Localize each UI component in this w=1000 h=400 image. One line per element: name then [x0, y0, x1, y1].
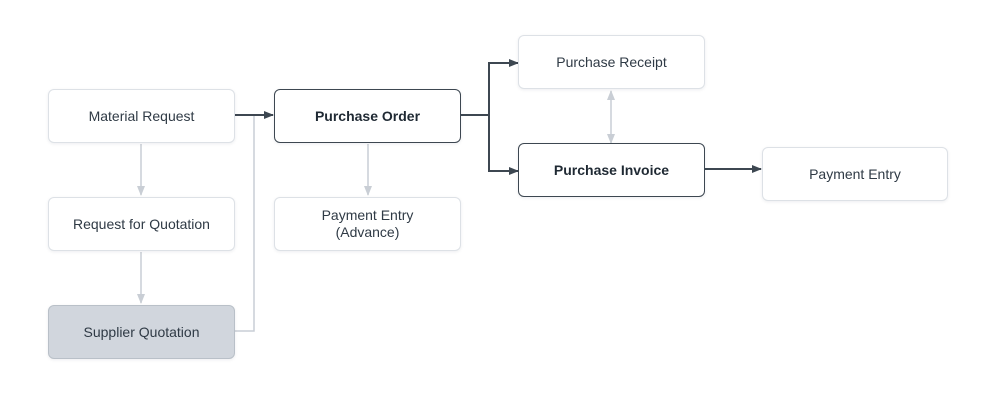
node-payment-entry-advance[interactable]: Payment Entry (Advance): [274, 197, 461, 251]
node-label: Purchase Receipt: [556, 53, 667, 70]
node-material-request[interactable]: Material Request: [48, 89, 235, 143]
node-label: Request for Quotation: [73, 215, 210, 232]
node-supplier-quotation[interactable]: Supplier Quotation: [48, 305, 235, 359]
node-label: Purchase Invoice: [553, 161, 670, 178]
node-label: Material Request: [88, 107, 195, 124]
edge-supplier-quotation-to-purchase-order: [235, 115, 255, 332]
node-label: Purchase Order: [314, 107, 421, 124]
node-purchase-order[interactable]: Purchase Order: [274, 89, 461, 143]
node-label: Payment Entry: [809, 165, 901, 182]
node-payment-entry[interactable]: Payment Entry: [762, 147, 948, 201]
node-purchase-receipt[interactable]: Purchase Receipt: [518, 35, 705, 89]
node-purchase-invoice[interactable]: Purchase Invoice: [518, 143, 705, 197]
edge-purchase-order-to-purchase-invoice: [488, 115, 519, 175]
node-request-for-quotation[interactable]: Request for Quotation: [48, 197, 235, 251]
edge-purchase-order-to-purchase-receipt: [488, 59, 519, 115]
node-label: Supplier Quotation: [83, 323, 200, 340]
node-label: Payment Entry (Advance): [321, 207, 414, 240]
